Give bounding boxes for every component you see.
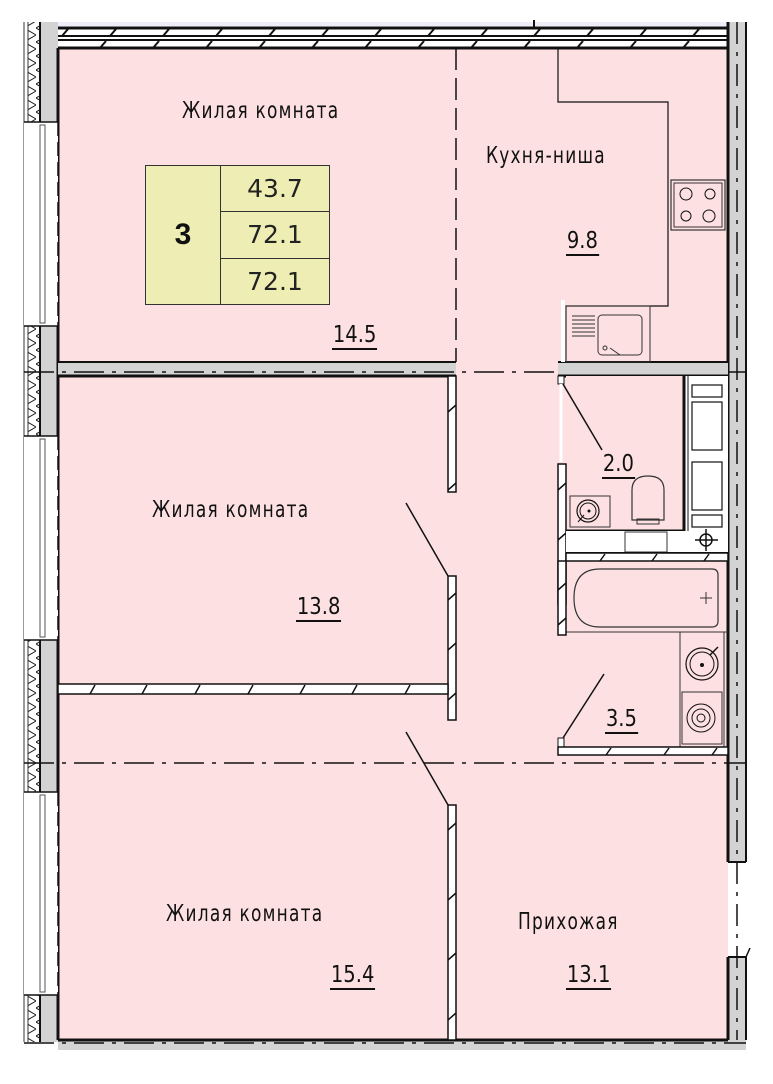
- room-area-living-room-2: 13.8: [296, 594, 342, 622]
- room-name-living-room-2: Жилая комната: [152, 497, 310, 523]
- partition-wall-2: [57, 375, 457, 1041]
- stove-icon: [670, 179, 726, 231]
- room-name-kitchen-niche: Кухня-ниша: [486, 143, 606, 169]
- room-count: 3: [146, 166, 221, 304]
- bathroom-block: [557, 375, 729, 756]
- total-area-with-balcony-value: 72.1: [247, 266, 303, 296]
- living-area-value: 43.7: [221, 166, 329, 213]
- room-area-bathroom: 3.5: [605, 706, 638, 734]
- window: [24, 121, 59, 327]
- riser-icon: [695, 529, 718, 551]
- kitchen-counter: [557, 48, 726, 363]
- washing-machine-icon: [681, 691, 723, 745]
- room-area-kitchen-niche: 9.8: [566, 228, 599, 256]
- total-area-value: 72.1: [221, 212, 329, 259]
- room-name-hallway: Прихожая: [518, 909, 619, 935]
- room-area-living-room-3: 15.4: [330, 962, 376, 990]
- partition-wall-1: [24, 361, 746, 378]
- right-wall: [726, 22, 751, 1047]
- washbasin-icon: [685, 646, 719, 681]
- room-area-living-room-1: 14.5: [332, 322, 378, 350]
- washbasin-icon: [569, 495, 611, 528]
- room-area-wc: 2.0: [602, 451, 635, 479]
- window: [24, 435, 59, 641]
- room-name-living-room-3: Жилая комната: [166, 901, 324, 927]
- room-area-hallway: 13.1: [566, 962, 612, 990]
- top-wall: [58, 20, 728, 50]
- sink-icon: [565, 305, 651, 363]
- apartment-summary-box: 3 43.7 72.1 72.1: [145, 165, 330, 305]
- left-wall: [23, 22, 60, 1042]
- window: [24, 791, 59, 996]
- room-name-living-room-1: Жилая комната: [182, 98, 340, 124]
- bottom-wall: [24, 1038, 746, 1050]
